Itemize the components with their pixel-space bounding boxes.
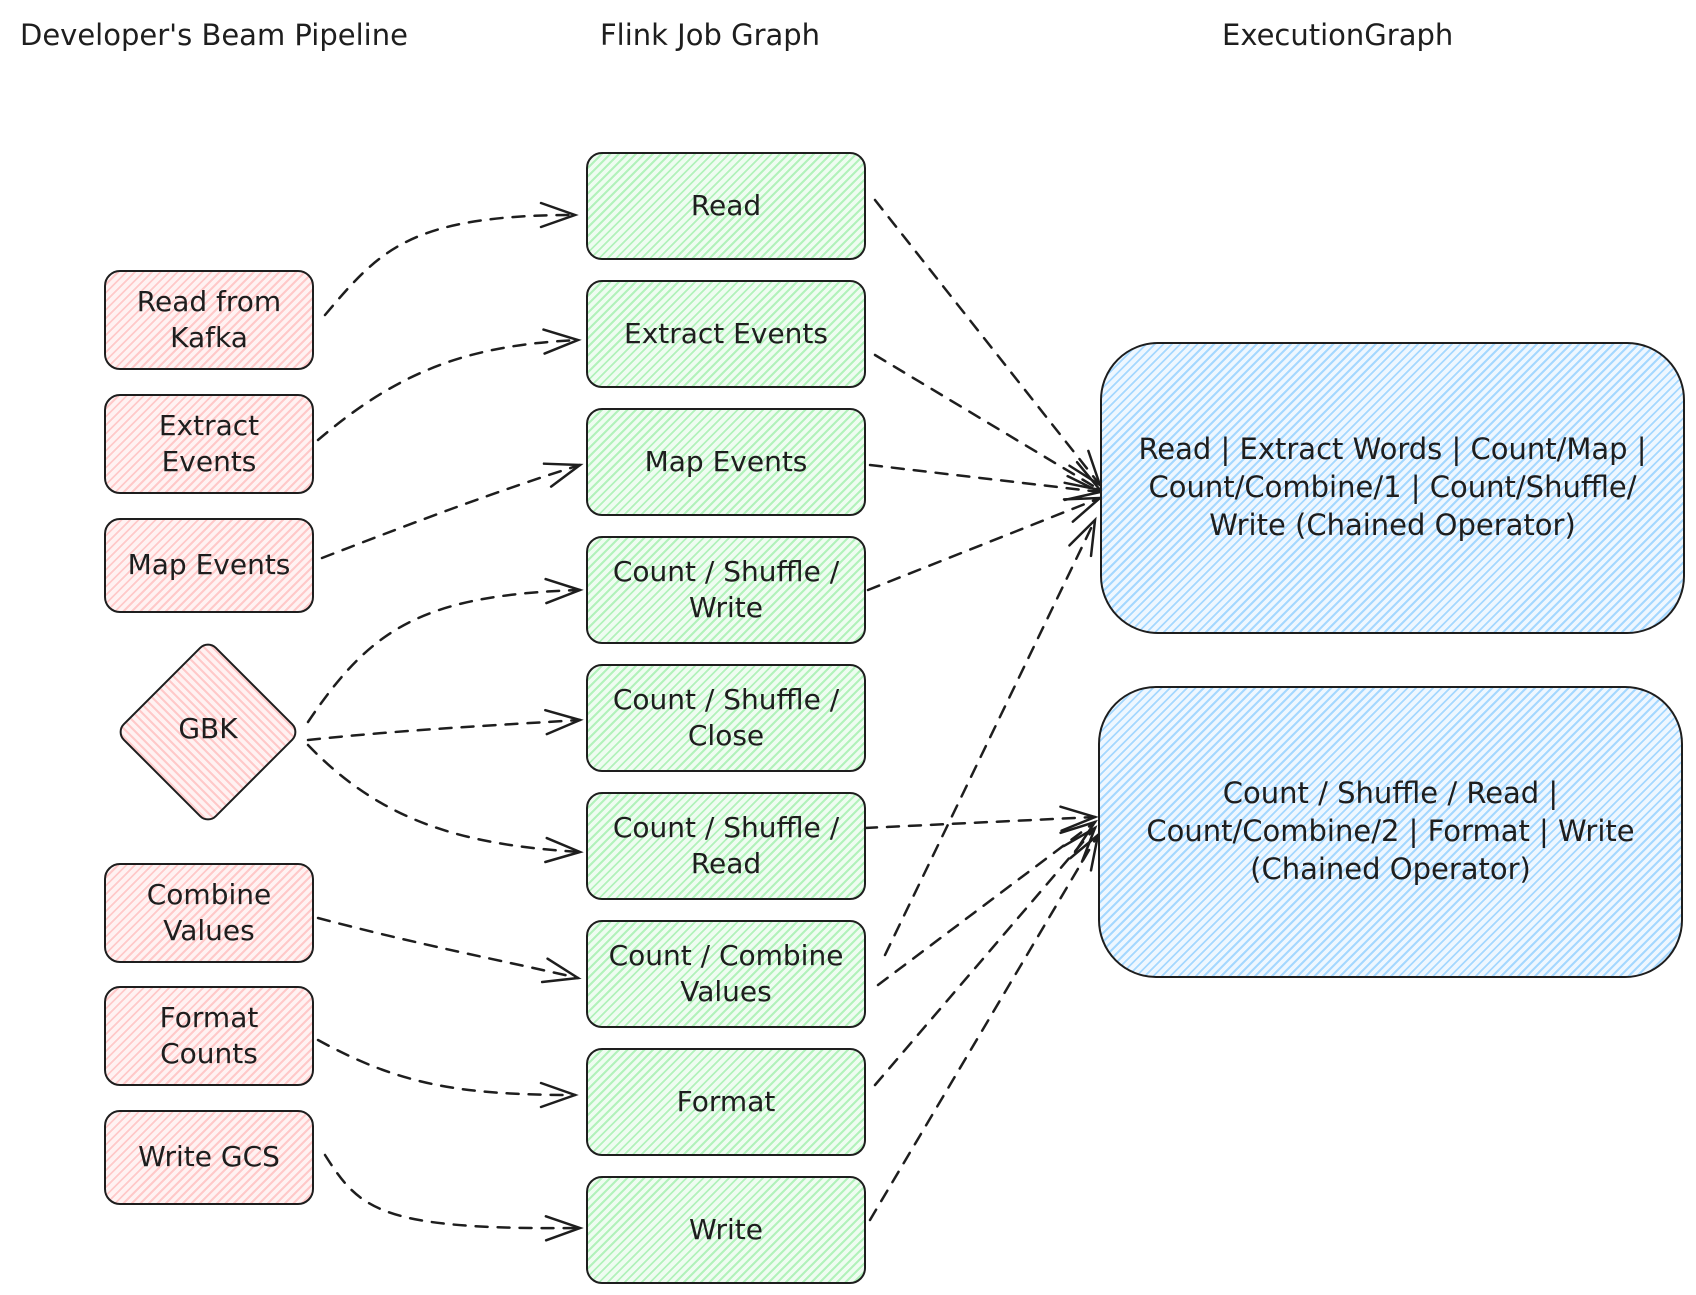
flink-node-shuffle-read[interactable]: Count / Shuffle / Read [586, 792, 866, 900]
flink-node-extract-events[interactable]: Extract Events [586, 280, 866, 388]
execution-graph-title: ExecutionGraph [1222, 18, 1454, 52]
edge-write-to-chain2 [868, 831, 1100, 1222]
flink-node-map-events[interactable]: Map Events [586, 408, 866, 516]
beam-node-write-gcs[interactable]: Write GCS [104, 1110, 314, 1205]
edge-extract-to-extract [316, 328, 582, 442]
flink-job-graph-title: Flink Job Graph [600, 18, 821, 52]
beam-pipeline-title: Developer's Beam Pipeline [20, 18, 408, 52]
beam-node-format-counts[interactable]: Format Counts [104, 986, 314, 1086]
flink-node-combine-values[interactable]: Count / Combine Values [586, 920, 866, 1028]
edge-gbk-to-shuffle-close [306, 708, 584, 742]
execution-node-chain2[interactable]: Count / Shuffle / Read | Count/Combine/2… [1098, 686, 1683, 978]
execution-node-chain1[interactable]: Read | Extract Words | Count/Map | Count… [1100, 342, 1685, 634]
flink-node-write[interactable]: Write [586, 1176, 866, 1284]
edge-format-to-format [316, 1038, 579, 1109]
edge-gbk-to-shuffle-read [306, 743, 584, 864]
edge-map-to-map [320, 462, 584, 560]
edge-read-kafka-to-read [323, 201, 579, 317]
edge-format-to-chain2 [873, 825, 1098, 1087]
flink-node-shuffle-write[interactable]: Count / Shuffle / Write [586, 536, 866, 644]
flink-node-shuffle-close[interactable]: Count / Shuffle / Close [586, 664, 866, 772]
edge-shuffle-write-to-chain1 [866, 496, 1104, 592]
edge-map-to-chain1 [868, 463, 1104, 502]
edge-combine-to-chain2 [876, 819, 1099, 987]
edge-shuffle-read-to-chain2 [863, 805, 1099, 832]
edge-read-to-chain1 [873, 198, 1103, 488]
beam-node-gbk-label: GBK [178, 712, 238, 745]
beam-node-combine-values[interactable]: Combine Values [104, 863, 314, 963]
edge-combine-to-combine [316, 916, 582, 984]
edge-write-to-write [323, 1153, 584, 1242]
beam-node-map-events[interactable]: Map Events [104, 518, 314, 613]
beam-node-read-kafka[interactable]: Read from Kafka [104, 270, 314, 370]
edge-gbk-to-shuffle-write [306, 577, 584, 724]
flink-node-read[interactable]: Read [586, 152, 866, 260]
flink-node-format[interactable]: Format [586, 1048, 866, 1156]
edge-extract-to-chain1 [873, 353, 1104, 492]
beam-node-extract-events[interactable]: Extract Events [104, 394, 314, 494]
edge-combine-to-chain1 [883, 516, 1097, 957]
